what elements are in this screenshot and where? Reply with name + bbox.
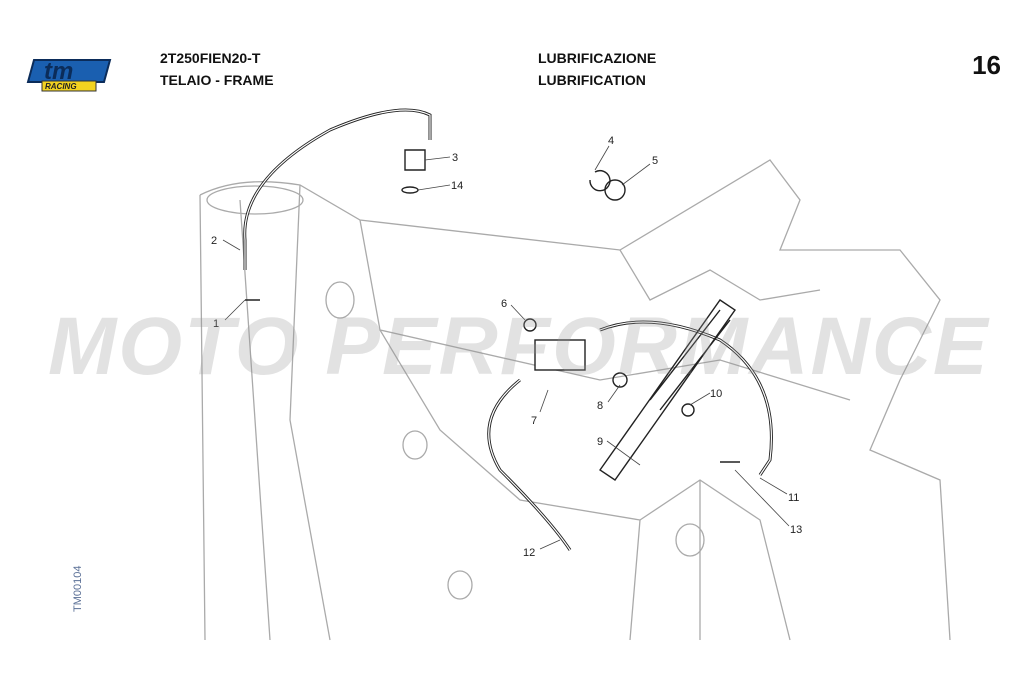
frame-drawing — [199, 159, 951, 641]
callout-9: 9 — [597, 436, 603, 448]
watermark: MOTO PERFORMANCE — [48, 301, 990, 392]
callout-14: 14 — [451, 180, 463, 192]
callout-7: 7 — [531, 415, 537, 427]
model-code: 2T250FIEN20-T — [160, 50, 261, 66]
callout-1: 1 — [213, 318, 219, 330]
callout-5: 5 — [652, 155, 658, 167]
callout-8: 8 — [597, 400, 603, 412]
callout-11: 11 — [788, 492, 799, 504]
drawing-code: TM00104 — [72, 565, 84, 612]
callout-4: 4 — [608, 135, 614, 147]
section-title-en: LUBRIFICATION — [538, 72, 646, 88]
callout-3: 3 — [452, 152, 458, 164]
leader-lines — [222, 145, 790, 550]
callout-12: 12 — [523, 547, 535, 559]
callout-10: 10 — [710, 388, 722, 400]
svg-text:RACING: RACING — [45, 82, 77, 91]
callout-6: 6 — [501, 298, 507, 310]
tm-racing-logo: tm RACING — [26, 52, 114, 92]
page-number: 16 — [972, 50, 1001, 80]
group-title: TELAIO - FRAME — [160, 72, 274, 88]
section-title-it: LUBRIFICAZIONE — [538, 50, 657, 66]
callout-13: 13 — [790, 524, 802, 536]
callout-labels: 1 2 3 4 5 6 7 8 9 10 11 12 13 14 — [211, 135, 802, 559]
oil-lines — [243, 108, 773, 551]
callout-2: 2 — [211, 235, 217, 247]
